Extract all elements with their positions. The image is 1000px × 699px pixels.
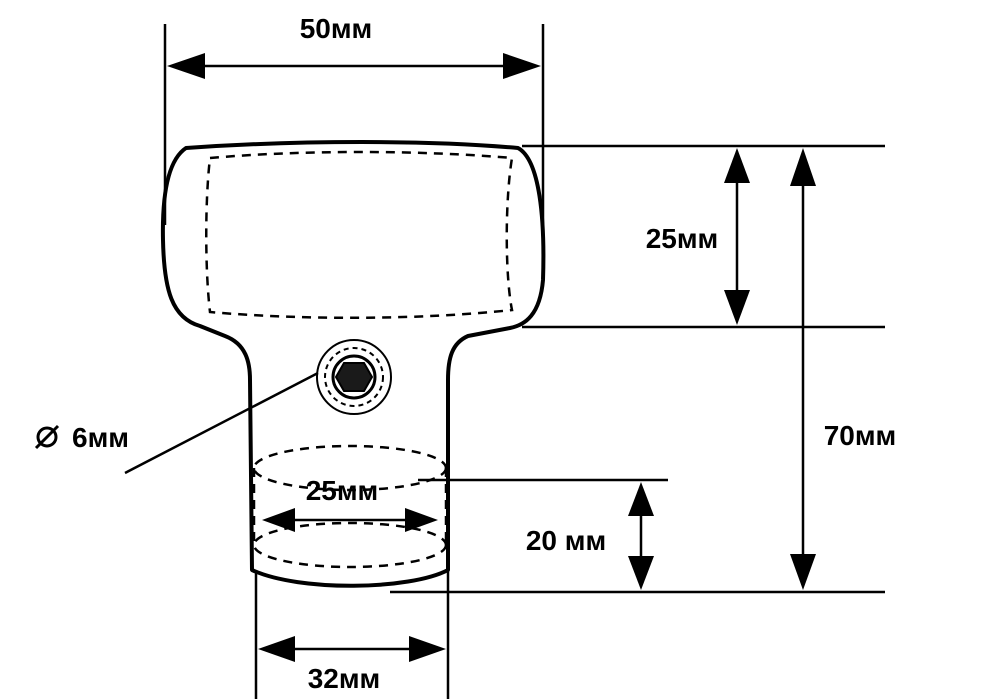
hole-outer-ring xyxy=(316,339,392,415)
inner-diameter-label: 25мм xyxy=(306,475,379,506)
bottom-width-label: 32мм xyxy=(308,663,381,694)
inner-diameter-arrow-right xyxy=(405,508,438,532)
hole-inner-ring xyxy=(331,354,377,400)
head-inner-dashed xyxy=(205,150,514,320)
hole-ring-dashed xyxy=(324,347,384,407)
inner-diameter-arrow-left xyxy=(262,508,295,532)
diameter-symbol-icon xyxy=(34,424,60,450)
head-height-label: 25мм xyxy=(646,223,719,254)
top-width-label: 50мм xyxy=(300,13,373,44)
total-height-arrow-top xyxy=(790,148,816,186)
top-arrow-right xyxy=(503,53,541,79)
hole-leader-line xyxy=(124,371,319,475)
sleeve-depth-arrow-bottom xyxy=(628,556,654,590)
sleeve-depth-label: 20 мм xyxy=(526,525,606,556)
bottom-arrow-left xyxy=(258,636,295,662)
total-height-arrow-bottom xyxy=(790,554,816,590)
top-arrow-left xyxy=(167,53,205,79)
sleeve-depth-arrow-top xyxy=(628,482,654,516)
total-height-label: 70мм xyxy=(824,420,897,451)
bottom-arrow-right xyxy=(409,636,446,662)
head-height-arrow-top xyxy=(724,148,750,183)
hole-hex-socket xyxy=(334,362,374,392)
head-height-arrow-bottom xyxy=(724,290,750,325)
hole-diameter-label: 6мм xyxy=(72,422,129,453)
knob-outline xyxy=(160,140,546,588)
sleeve-bottom-dashed xyxy=(252,521,448,569)
